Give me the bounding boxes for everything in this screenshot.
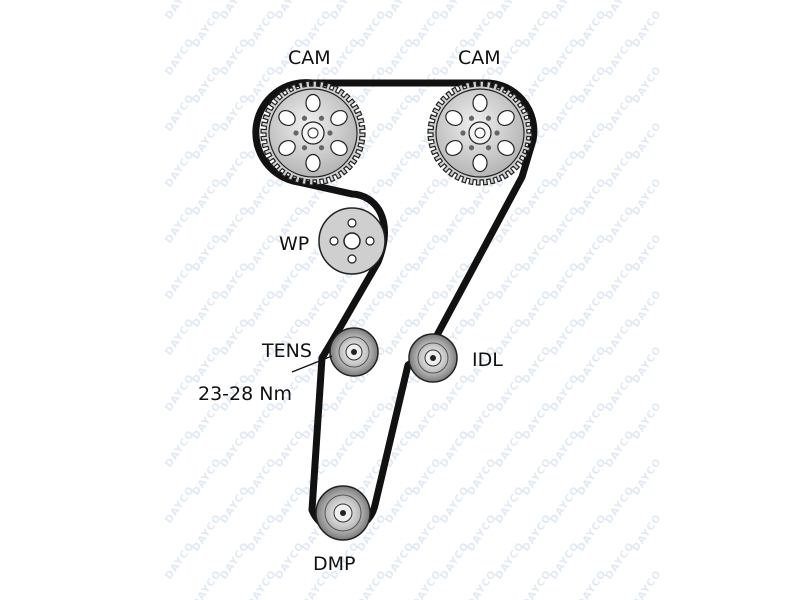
watermark-text: DAYCO	[273, 484, 307, 525]
tensioner-leader-line	[291, 355, 333, 373]
watermark-text: DAYCO	[548, 540, 582, 581]
watermark-text: DAYCO	[218, 428, 252, 469]
watermark-text: DAYCO	[218, 204, 252, 245]
watermark-text: DAYCO	[218, 0, 252, 22]
watermark-text: DAYCO	[630, 568, 664, 600]
watermark-text: DAYCO	[438, 540, 472, 581]
label-damper: DMP	[313, 553, 355, 575]
watermark-text: DAYCO	[273, 540, 307, 581]
watermark-text: DAYCO	[163, 0, 197, 22]
watermark-text: DAYCO	[548, 260, 582, 301]
cam-sprocket-left	[260, 80, 366, 186]
watermark-text: DAYCO	[438, 204, 472, 245]
watermark-text: DAYCO	[218, 36, 252, 77]
watermark-text: DAYCO	[163, 428, 197, 469]
cam-sprocket-right	[427, 80, 533, 186]
watermark-text: DAYCO	[493, 372, 527, 413]
watermark-text: DAYCO	[548, 36, 582, 77]
watermark-text: DAYCO	[603, 0, 637, 22]
watermark-text: DAYCO	[163, 204, 197, 245]
watermark-text: DAYCO	[273, 428, 307, 469]
watermark-text: DAYCO	[410, 568, 444, 600]
watermark-text: DAYCO	[383, 36, 417, 77]
watermark-text: DAYCO	[163, 148, 197, 189]
watermark-text: DAYCO	[603, 92, 637, 133]
watermark-text: DAYCO	[548, 372, 582, 413]
watermark-text: DAYCO	[493, 540, 527, 581]
watermark-text: DAYCO	[548, 204, 582, 245]
watermark-text: DAYCO	[493, 484, 527, 525]
label-tensioner: TENS	[261, 340, 312, 362]
watermark-text: DAYCO	[603, 260, 637, 301]
watermark-text: DAYCO	[575, 568, 609, 600]
watermark-text: DAYCO	[218, 540, 252, 581]
label-idler: IDL	[472, 349, 503, 371]
watermark-text: DAYCO	[328, 36, 362, 77]
label-cam-left: CAM	[288, 47, 331, 69]
watermark-text: DAYCO	[603, 148, 637, 189]
watermark-text: DAYCO	[603, 372, 637, 413]
watermark-text: DAYCO	[603, 316, 637, 357]
watermark-text: DAYCO	[603, 36, 637, 77]
watermark-text: DAYCO	[163, 36, 197, 77]
watermark-text: DAYCO	[548, 428, 582, 469]
damper-pulley	[315, 485, 371, 541]
watermark-text: DAYCO	[163, 316, 197, 357]
watermark-text: DAYCO	[328, 0, 362, 22]
label-torque: 23-28 Nm	[198, 383, 292, 405]
watermark-text: DAYCO	[438, 428, 472, 469]
watermark-text: DAYCO	[603, 428, 637, 469]
watermark-text: DAYCO	[548, 92, 582, 133]
water-pump-pulley	[318, 207, 386, 275]
watermark-text: DAYCO	[548, 316, 582, 357]
watermark-text: DAYCO	[273, 260, 307, 301]
watermark-text: DAYCO	[548, 148, 582, 189]
watermark-text: DAYCO	[383, 92, 417, 133]
watermark-text: DAYCO	[328, 372, 362, 413]
watermark-text: DAYCO	[383, 484, 417, 525]
tensioner-pulley	[329, 327, 379, 377]
watermark-text: DAYCO	[245, 568, 279, 600]
watermark-text: DAYCO	[548, 484, 582, 525]
watermark-text: DAYCO	[218, 92, 252, 133]
watermark-text: DAYCO	[493, 428, 527, 469]
watermark-text: DAYCO	[190, 568, 224, 600]
label-cam-right: CAM	[458, 47, 501, 69]
label-water-pump: WP	[279, 233, 309, 255]
watermark-text: DAYCO	[383, 148, 417, 189]
watermark-text: DAYCO	[603, 204, 637, 245]
watermark-text: DAYCO	[438, 484, 472, 525]
watermark-text: DAYCO	[355, 568, 389, 600]
watermark-text: DAYCO	[548, 0, 582, 22]
watermark-text: DAYCO	[465, 568, 499, 600]
watermark-text: DAYCO	[383, 204, 417, 245]
watermark-text: DAYCO	[328, 428, 362, 469]
watermark-text: DAYCO	[163, 540, 197, 581]
watermark-text: DAYCO	[273, 0, 307, 22]
watermark-text: DAYCO	[383, 0, 417, 22]
watermark-text: DAYCO	[493, 260, 527, 301]
watermark-text: DAYCO	[163, 484, 197, 525]
watermark-text: DAYCO	[438, 0, 472, 22]
watermark-text: DAYCO	[218, 148, 252, 189]
watermark-text: DAYCO	[493, 0, 527, 22]
watermark-text: DAYCO	[383, 540, 417, 581]
watermark-text: DAYCO	[603, 484, 637, 525]
watermark-text: DAYCO	[218, 316, 252, 357]
watermark-text: DAYCO	[163, 260, 197, 301]
idler-pulley	[408, 333, 458, 383]
watermark-text: DAYCO	[163, 372, 197, 413]
watermark-text: DAYCO	[218, 484, 252, 525]
timing-belt	[252, 79, 538, 535]
watermark-text: DAYCO	[520, 568, 554, 600]
watermark-text: DAYCO	[383, 260, 417, 301]
watermark-text: DAYCO	[218, 260, 252, 301]
watermark-text: DAYCO	[603, 540, 637, 581]
watermark-text: DAYCO	[163, 92, 197, 133]
